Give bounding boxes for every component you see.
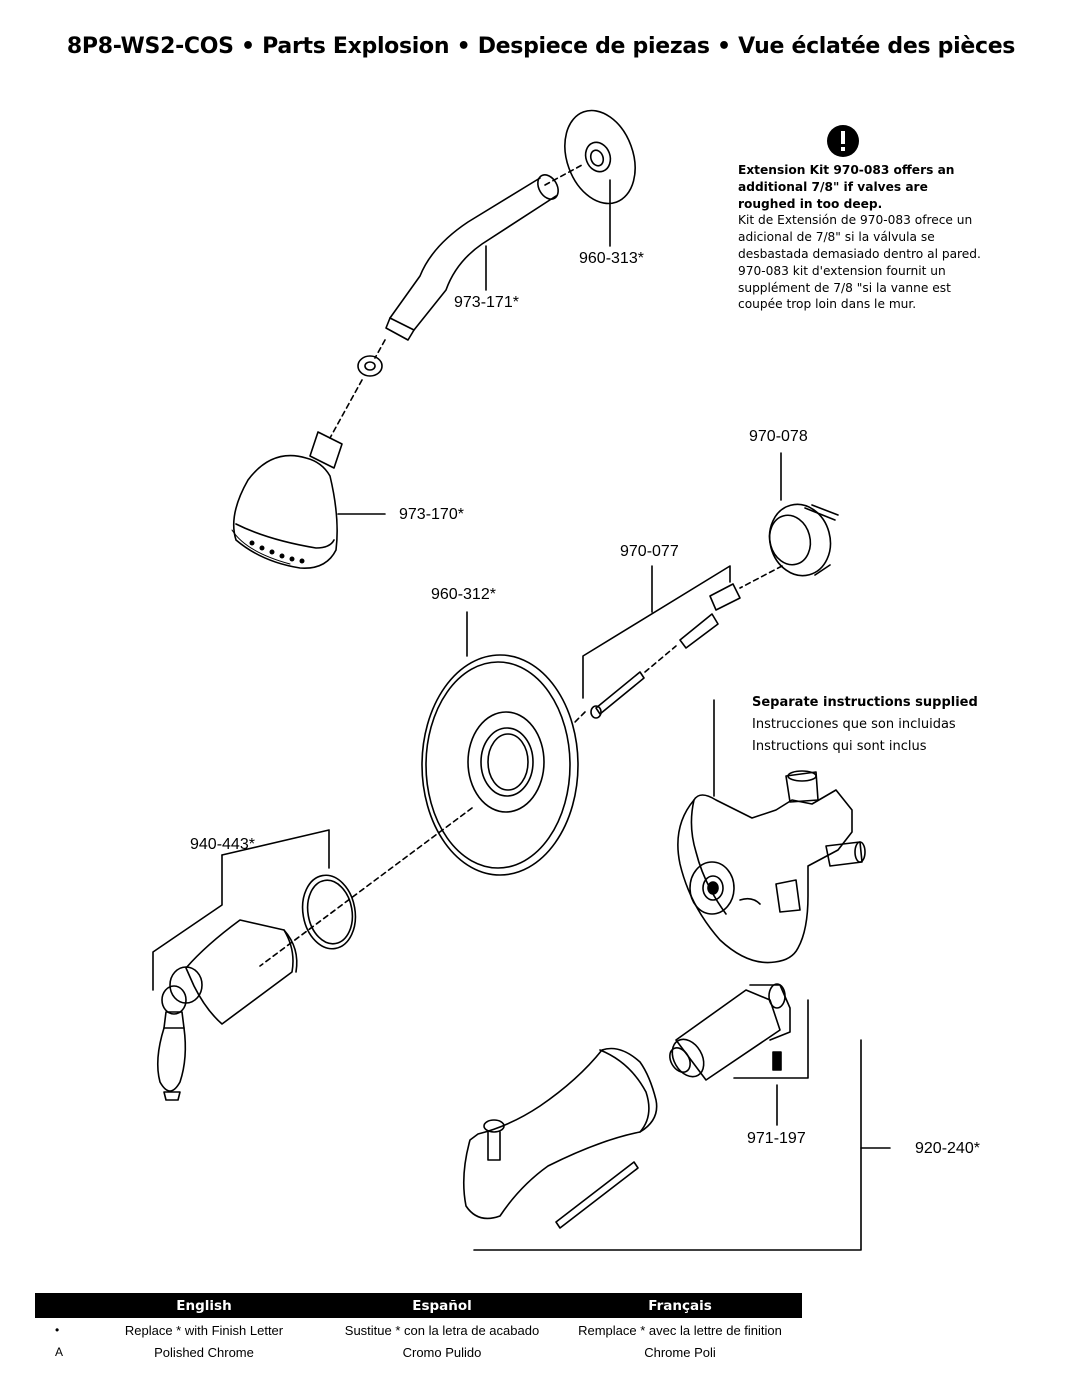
legend-header-english: English <box>176 1297 232 1314</box>
legend-header-french: Français <box>648 1297 712 1314</box>
table-row: • Replace * with Finish Letter Sustitue … <box>35 1320 802 1340</box>
legend-cell-spanish: Sustitue * con la letra de acabado <box>344 1322 540 1338</box>
finish-legend-table: English Español Français • Replace * wit… <box>35 1293 802 1362</box>
note-spanish: Kit de Extensión de 970-083 ofrece un ad… <box>738 213 981 261</box>
legend-key: A <box>55 1345 64 1359</box>
label-973-170: 973-170* <box>399 506 464 523</box>
showerhead <box>231 431 343 569</box>
shower-washer <box>357 355 383 377</box>
separate-instructions-note: Separate instructions supplied Instrucci… <box>752 692 978 758</box>
legend-cell-french: Chrome Poli <box>644 1344 716 1360</box>
note-english: Extension Kit 970-083 offers an addition… <box>738 163 955 211</box>
legend-key: • <box>55 1323 60 1337</box>
label-973-171: 973-171* <box>454 294 519 311</box>
escutcheon-plate <box>421 654 579 876</box>
label-971-197: 971-197 <box>747 1130 806 1147</box>
tub-spout <box>462 1047 658 1229</box>
shower-arm-flange <box>564 109 636 205</box>
table-row: A Polished Chrome Cromo Pulido Chrome Po… <box>35 1342 802 1362</box>
legend-header: English Español Français <box>35 1293 802 1318</box>
label-970-077: 970-077 <box>620 543 679 560</box>
label-970-078: 970-078 <box>749 428 808 445</box>
sleeve <box>709 583 741 611</box>
label-960-313: 960-313* <box>579 250 644 267</box>
page-title: 8P8-WS2-COS • Parts Explosion • Despiece… <box>66 34 1016 59</box>
legend-cell-french: Remplace * avec la lettre de finition <box>578 1322 782 1338</box>
legend-cell-spanish: Cromo Pulido <box>402 1344 482 1360</box>
label-920-240: 920-240* <box>915 1140 980 1157</box>
set-screw <box>772 1051 782 1071</box>
note-french: 970-083 kit d'extension fournit un suppl… <box>738 263 951 312</box>
separate-french: Instructions qui sont inclus <box>752 739 927 754</box>
shower-arm <box>385 174 559 341</box>
legend-cell-english: Replace * with Finish Letter <box>124 1322 284 1338</box>
label-940-443: 940-443* <box>190 836 255 853</box>
cartridge <box>669 983 791 1081</box>
exclamation-circle-icon <box>827 125 859 157</box>
lever-handle <box>156 919 298 1101</box>
o-ring <box>301 874 357 950</box>
separate-english: Separate instructions supplied <box>752 695 978 710</box>
label-960-312: 960-312* <box>431 586 496 603</box>
legend-cell-english: Polished Chrome <box>154 1344 254 1360</box>
long-screw <box>590 613 719 719</box>
bonnet-nut <box>768 503 839 577</box>
separate-spanish: Instrucciones que son incluidas <box>752 717 956 732</box>
legend-header-spanish: Español <box>412 1297 472 1314</box>
valve-body <box>677 770 866 964</box>
extension-kit-note: Extension Kit 970-083 offers an addition… <box>738 162 983 313</box>
